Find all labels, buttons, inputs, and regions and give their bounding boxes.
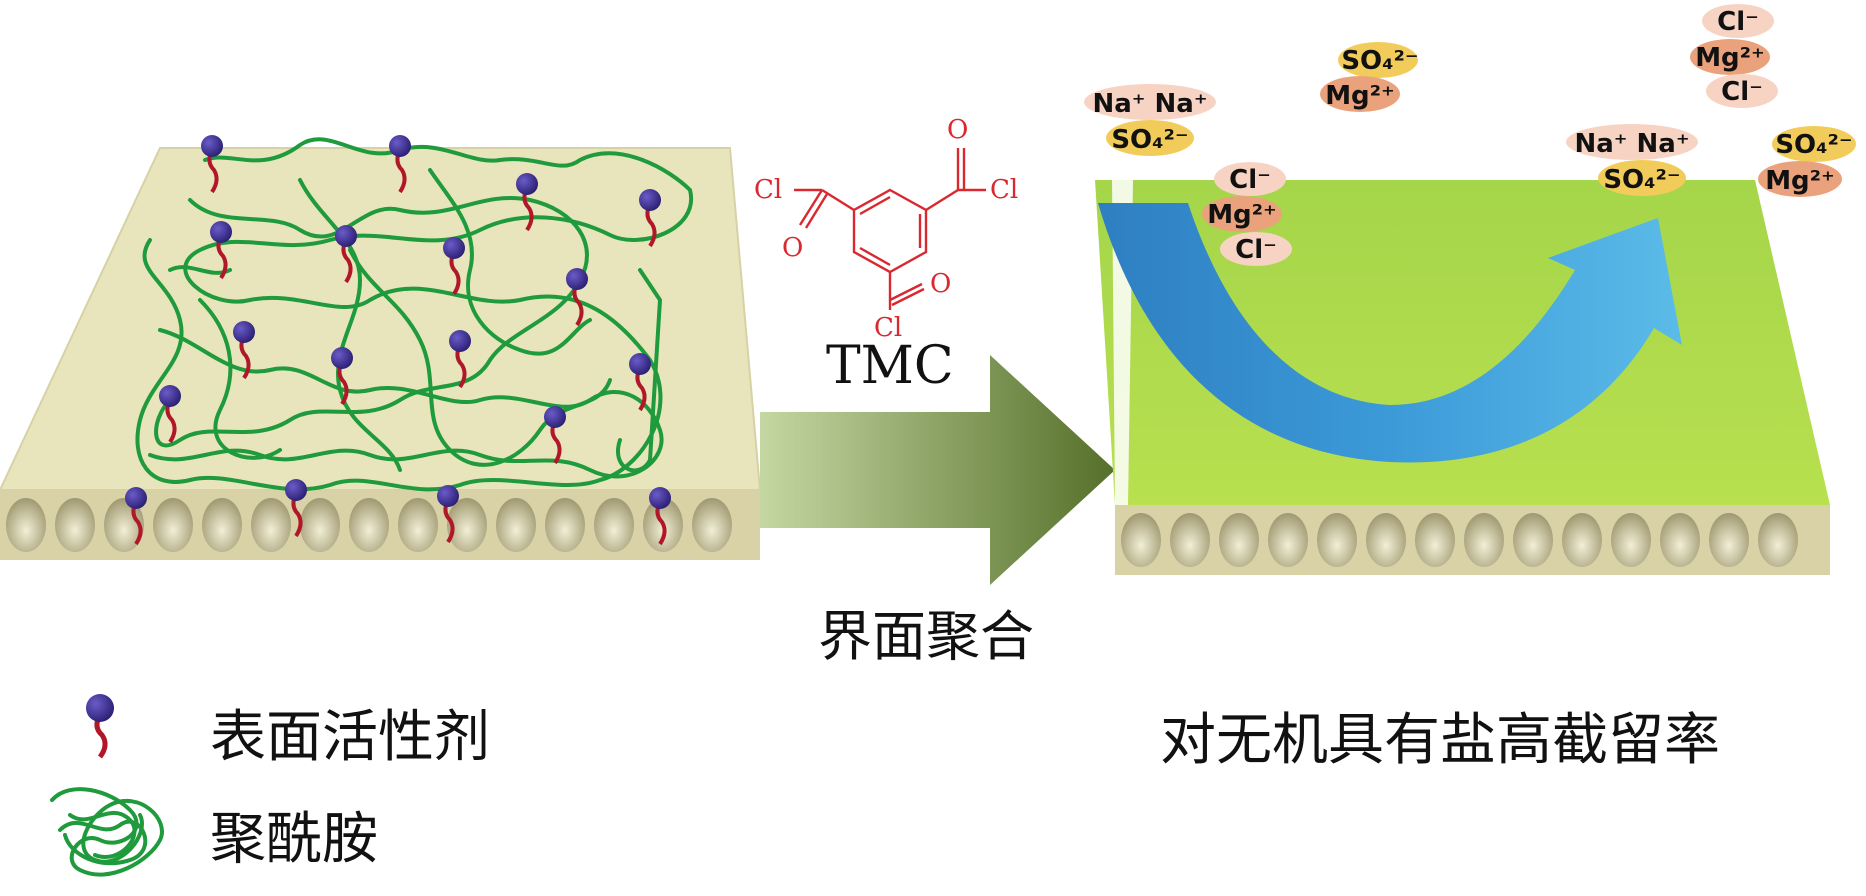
ion-label: SO₄²⁻	[1603, 165, 1680, 195]
surfactant	[629, 353, 651, 412]
surfactant	[544, 406, 566, 465]
ion-cluster-top-center: SO₄²⁻ Mg²⁺	[1320, 42, 1419, 112]
surfactant	[285, 479, 307, 538]
legend-polyamide-icon	[50, 787, 164, 877]
ion-label: Na⁺ Na⁺	[1092, 89, 1207, 119]
ion-label: Cl⁻	[1721, 77, 1763, 107]
ion-label: Mg²⁺	[1325, 81, 1395, 111]
surfactant	[639, 189, 661, 248]
surfactant	[210, 221, 232, 280]
atom-label: Cl	[990, 175, 1018, 205]
surfactant	[233, 321, 255, 380]
surfactant	[449, 330, 471, 389]
atom-label: Cl	[874, 313, 902, 343]
legend-surfactant-icon	[86, 694, 114, 759]
atom-label: O	[947, 115, 968, 145]
atom-label: O	[782, 233, 803, 263]
substrate-left	[0, 135, 762, 560]
ion-cluster-far-right: SO₄²⁻ Mg²⁺	[1758, 126, 1856, 197]
ion-label: Mg²⁺	[1765, 166, 1835, 196]
surfactant	[437, 485, 459, 544]
surfactant	[201, 135, 223, 194]
reagent-label-tmc: TMC	[826, 336, 954, 396]
ion-cluster-left-upper: Na⁺ Na⁺ SO₄²⁻	[1084, 84, 1216, 156]
ion-label: Cl⁻	[1235, 235, 1277, 265]
ion-cluster-left-lower: Cl⁻ Mg²⁺ Cl⁻	[1202, 162, 1292, 266]
surfactant	[125, 487, 147, 546]
ion-label: Na⁺ Na⁺	[1574, 129, 1689, 159]
surfactant	[389, 135, 411, 194]
ion-label: SO₄²⁻	[1341, 46, 1418, 76]
ion-cluster-top-right: Cl⁻ Mg²⁺ Cl⁻	[1690, 4, 1778, 108]
surfactant	[443, 237, 465, 296]
ion-cluster-right-middle: Na⁺ Na⁺ SO₄²⁻	[1566, 124, 1698, 196]
legend-surfactant-label: 表面活性剂	[210, 705, 490, 770]
ion-label: SO₄²⁻	[1111, 125, 1188, 155]
surfactant	[516, 173, 538, 232]
tmc-molecule	[794, 148, 986, 310]
ion-label: Cl⁻	[1229, 165, 1271, 195]
tmc-atom-labels: O Cl Cl O O Cl	[754, 115, 1018, 343]
atom-label: O	[930, 269, 951, 299]
ion-label: Mg²⁺	[1207, 200, 1277, 230]
process-label-interfacial-polymerization: 界面聚合	[818, 605, 1034, 668]
surfactant	[331, 347, 353, 406]
process-arrow	[760, 355, 1115, 585]
surfactant	[566, 268, 588, 327]
surfactant	[159, 385, 181, 444]
rejection-flow-arrow	[1098, 203, 1682, 463]
surfactant	[649, 487, 671, 546]
ion-label: Mg²⁺	[1695, 43, 1765, 73]
ion-label: Cl⁻	[1717, 7, 1759, 37]
surfactant	[335, 225, 357, 284]
result-caption: 对无机具有盐高截留率	[1160, 708, 1720, 773]
ion-label: SO₄²⁻	[1775, 130, 1852, 160]
surfactants-left	[125, 135, 671, 546]
atom-label: Cl	[754, 175, 782, 205]
legend-polyamide-label: 聚酰胺	[210, 807, 378, 872]
substrate-left-pores	[6, 498, 732, 552]
substrate-right-pores	[1121, 513, 1798, 567]
